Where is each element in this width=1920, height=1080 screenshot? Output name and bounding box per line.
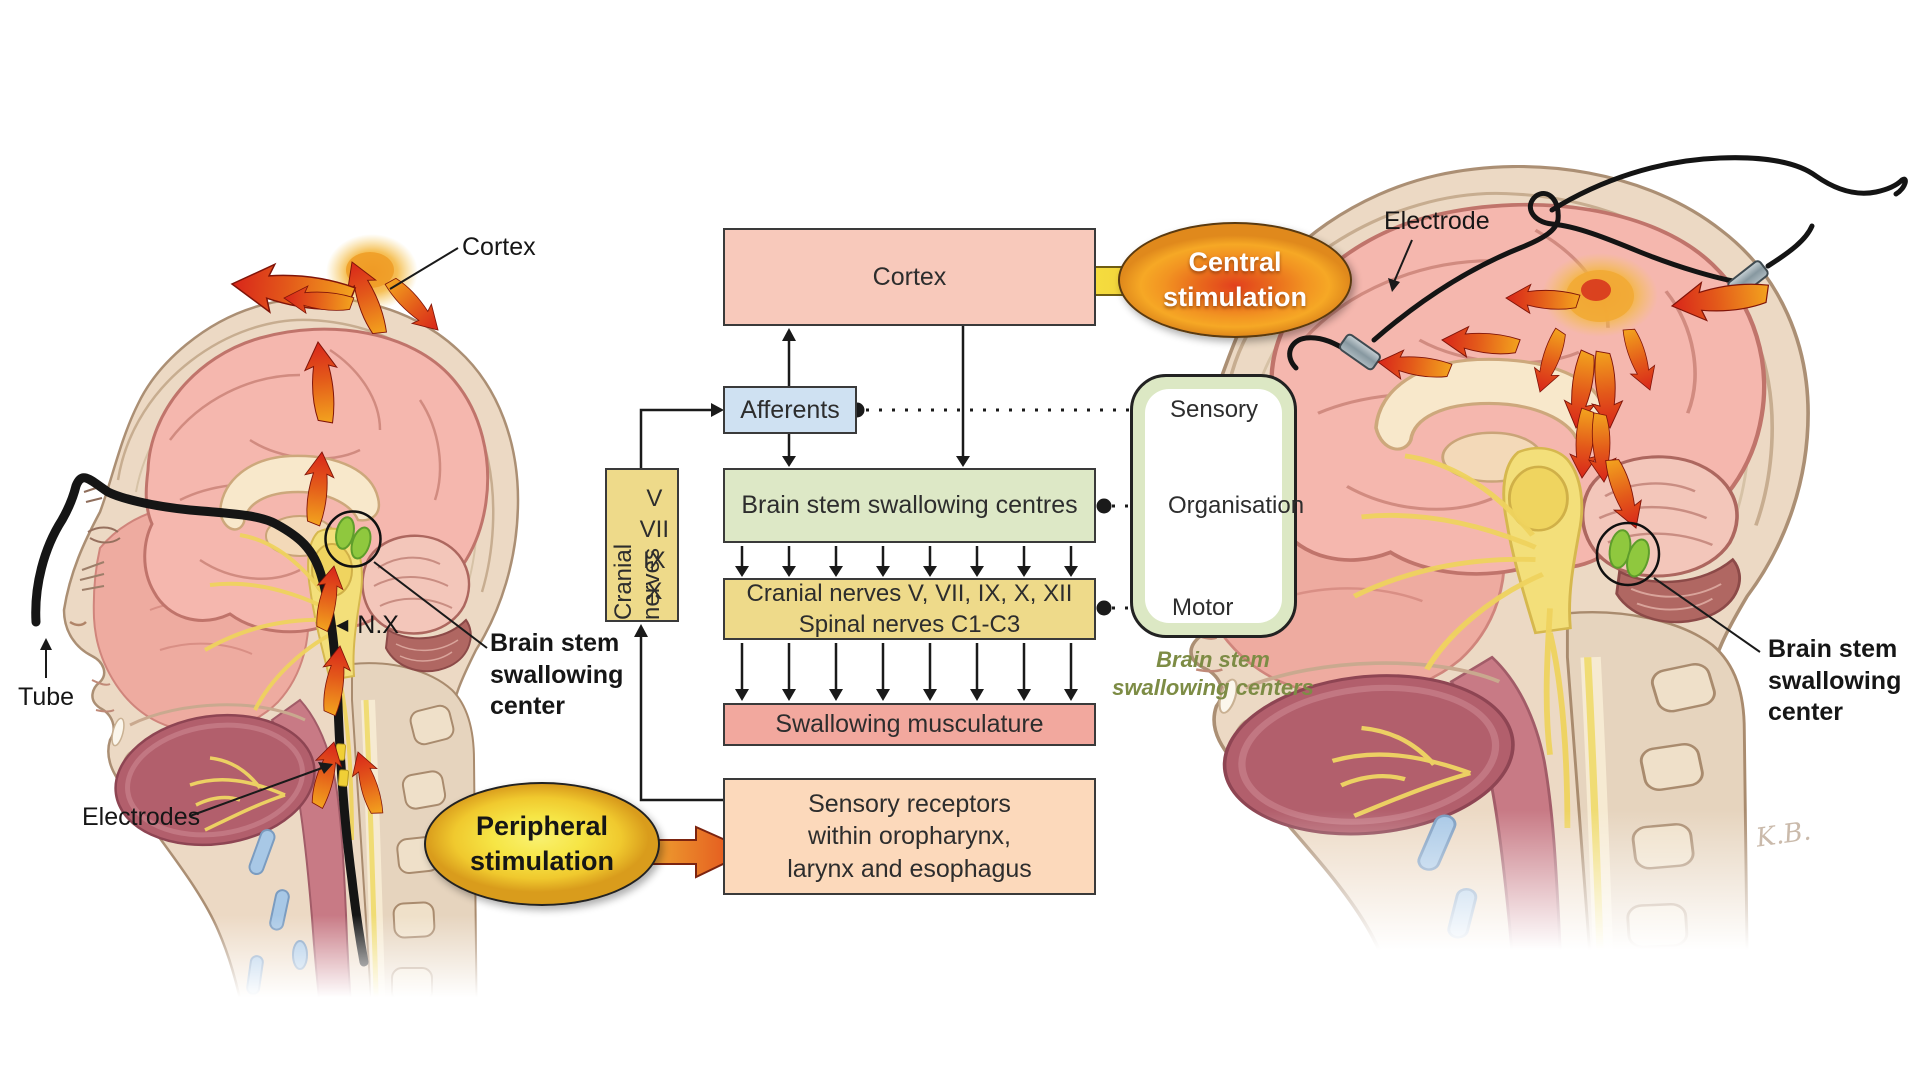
numeral-ix: IX <box>642 546 666 574</box>
tube-label: Tube <box>18 683 75 711</box>
cranial-nerves-line: Cranial nerves V, VII, IX, X, XII <box>746 579 1073 607</box>
numeral-x: X <box>646 577 663 605</box>
numeral-v: V <box>646 484 663 512</box>
left-triangle-icon: ◀ <box>336 617 351 634</box>
right-head-overlays <box>1287 155 1908 587</box>
central-stimulation-callout: Central stimulation <box>1118 222 1352 338</box>
right-electrode-label: Electrode <box>1384 207 1490 235</box>
sensory-line1: Sensory receptors <box>808 789 1011 818</box>
left-bsc-line2: swallowing <box>490 660 624 689</box>
left-brainstem-center-marker <box>324 510 382 568</box>
right-head-fade <box>1180 810 1920 1080</box>
legend-caption: Brain stem swallowing centers <box>1105 646 1321 701</box>
left-bsc-line1: Brain stem <box>490 629 620 657</box>
right-bsc-line1: Brain stem <box>1768 635 1898 663</box>
peripheral-line2: stimulation <box>469 846 614 876</box>
legend-inner-panel <box>1145 389 1282 623</box>
right-brainstem-center-marker <box>1595 521 1661 587</box>
label-pointer-lines <box>40 239 1761 817</box>
afferents-box: Afferents <box>723 386 857 434</box>
nx-label: ◀ N.X <box>336 610 399 642</box>
musculature-label: Swallowing musculature <box>775 710 1044 739</box>
central-line2: stimulation <box>1162 282 1307 312</box>
right-bsc-line3: center <box>1768 698 1844 726</box>
numeral-vii: VII <box>639 515 669 543</box>
right-brainstem-center-label: Brain stem swallowing center <box>1768 634 1918 729</box>
legend-caption-line1: Brain stem <box>1156 647 1270 672</box>
sensory-receptors-box: Sensory receptors within oropharynx, lar… <box>723 778 1096 895</box>
legend-organisation-label: Organisation <box>1168 492 1305 519</box>
right-bsc-line2: swallowing <box>1768 666 1902 695</box>
cortex-box: Cortex <box>723 228 1096 326</box>
scalp-electrode-left <box>1339 333 1381 371</box>
spinal-nerves-line: Spinal nerves C1-C3 <box>798 611 1021 638</box>
cranial-nerves-numerals: V VII IX X <box>640 470 669 620</box>
sensory-line2: within oropharynx, <box>808 822 1011 851</box>
nx-text: N.X <box>357 611 399 639</box>
nasogastric-tube <box>31 473 369 967</box>
electrode-wire <box>1287 155 1908 371</box>
peripheral-stimulation-callout: Peripheral stimulation <box>424 782 660 906</box>
electrodes-label: Electrodes <box>82 803 201 831</box>
brainstem-legend-box <box>1130 374 1297 638</box>
legend-caption-line2: swallowing centers <box>1112 674 1314 700</box>
legend-sensory-label: Sensory <box>1170 396 1259 423</box>
legend-motor-label: Motor <box>1172 594 1234 621</box>
cranial-spinal-nerves-box: Cranial nerves V, VII, IX, X, XII Spinal… <box>723 578 1096 640</box>
cranial-nerves-vertical-box: Cranial nerves V VII IX X <box>605 468 679 622</box>
brainstem-centres-box: Brain stem swallowing centres <box>723 468 1096 543</box>
sensory-line3: larynx and esophagus <box>787 854 1032 883</box>
peripheral-line1: Peripheral <box>475 810 609 841</box>
left-brainstem-center-label: Brain stem swallowing center <box>490 628 630 723</box>
central-line1: Central <box>1188 246 1282 277</box>
afferents-box-label: Afferents <box>740 395 840 424</box>
left-head-overlays <box>31 234 449 967</box>
brainstem-centres-label: Brain stem swallowing centres <box>741 491 1078 520</box>
left-head-fade <box>0 915 600 1080</box>
left-bsc-line3: center <box>490 692 566 720</box>
left-cortex-label: Cortex <box>462 233 536 261</box>
swallowing-musculature-box: Swallowing musculature <box>723 703 1096 746</box>
cortex-box-label: Cortex <box>872 262 947 291</box>
